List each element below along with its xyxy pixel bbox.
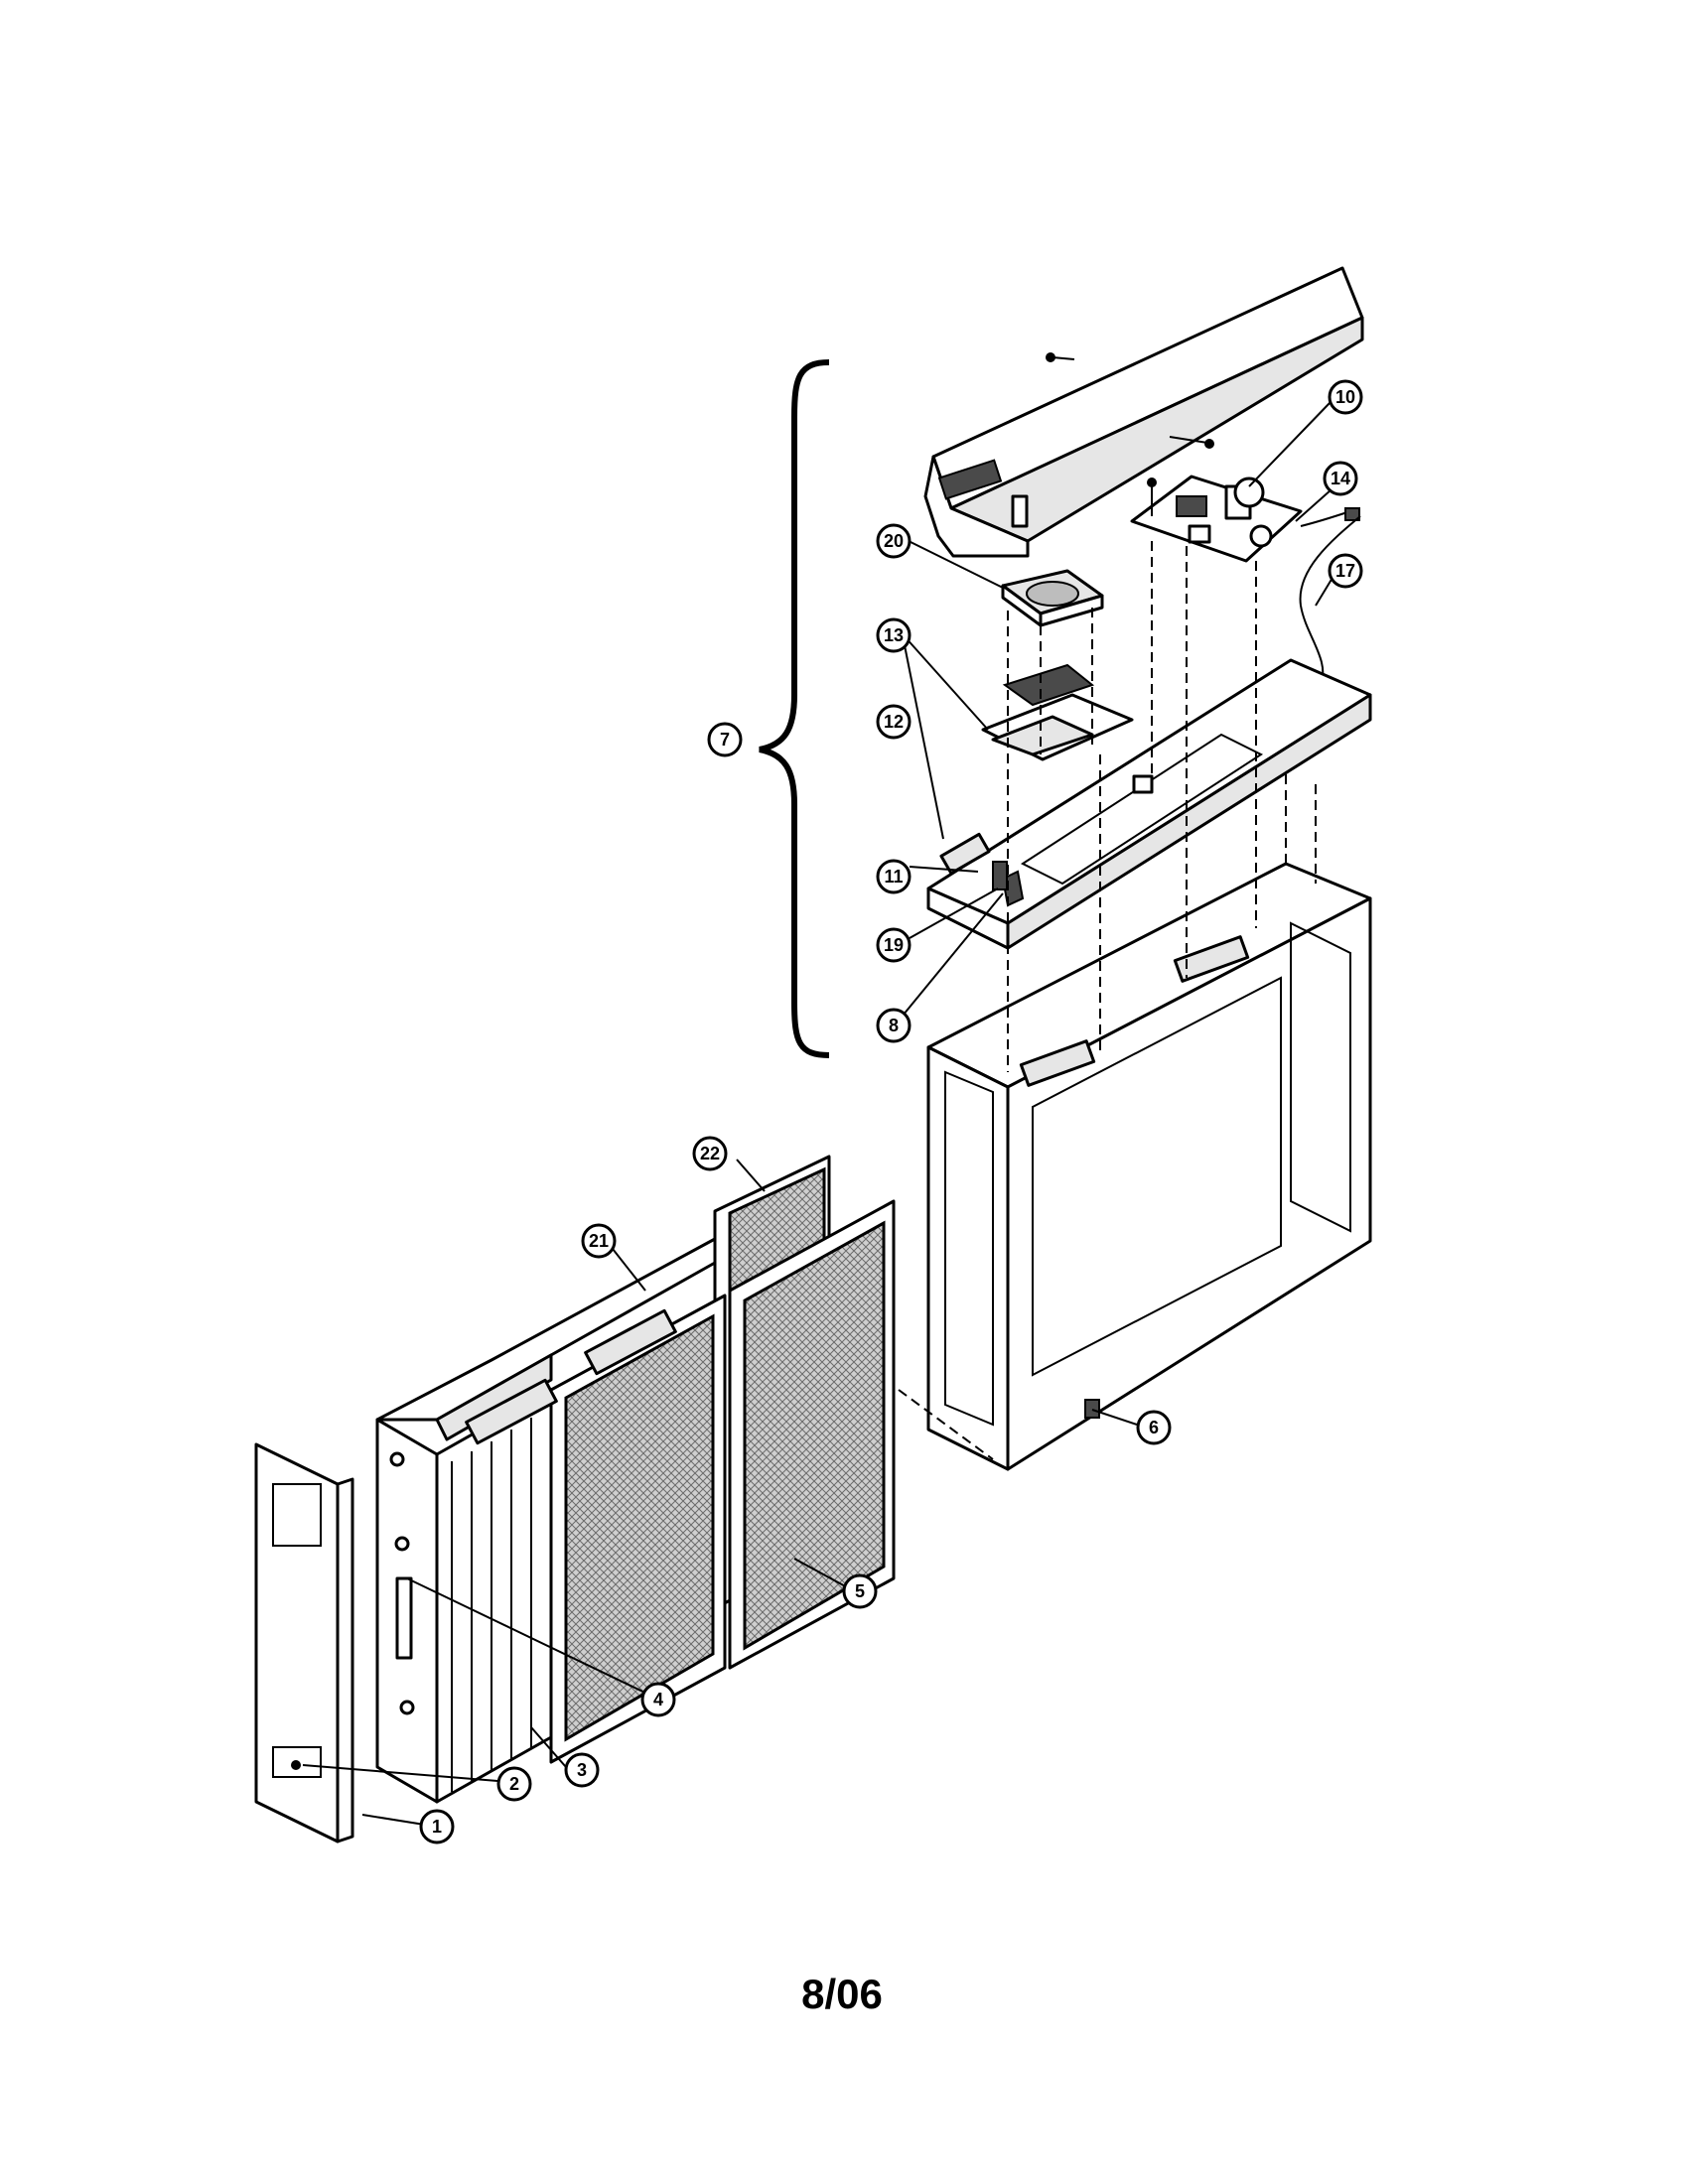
svg-text:19: 19 <box>884 935 904 955</box>
callout-7: 7 <box>707 722 743 757</box>
svg-text:22: 22 <box>700 1144 720 1163</box>
svg-text:4: 4 <box>653 1690 663 1709</box>
svg-text:10: 10 <box>1335 387 1355 407</box>
callout-22: 22 <box>692 1136 728 1171</box>
svg-text:12: 12 <box>884 712 904 732</box>
alignment-lines <box>898 541 1317 1460</box>
svg-text:20: 20 <box>884 531 904 551</box>
callout-5: 5 <box>842 1573 878 1609</box>
control-board <box>1130 475 1360 563</box>
callout-3: 3 <box>564 1752 600 1788</box>
revision-date: 8/06 <box>801 1971 883 2017</box>
svg-text:6: 6 <box>1149 1418 1159 1437</box>
callout-14: 14 <box>1323 461 1358 496</box>
svg-text:14: 14 <box>1331 469 1350 488</box>
svg-text:17: 17 <box>1335 561 1355 581</box>
access-door <box>254 1442 354 1843</box>
svg-text:2: 2 <box>509 1774 519 1794</box>
callout-11: 11 <box>876 859 912 894</box>
cabinet <box>926 862 1372 1471</box>
callout-1: 1 <box>419 1809 455 1844</box>
callout-13: 13 <box>876 617 912 653</box>
callout-21: 21 <box>581 1223 617 1259</box>
svg-text:1: 1 <box>432 1817 442 1837</box>
callouts: 1 2 3 4 5 6 7 8 <box>419 379 1363 1844</box>
top-cover <box>923 266 1364 558</box>
filters <box>549 1155 896 1764</box>
svg-text:7: 7 <box>720 730 730 750</box>
svg-text:3: 3 <box>577 1760 587 1780</box>
callout-2: 2 <box>496 1766 532 1802</box>
fan-assembly <box>981 569 1134 761</box>
svg-text:8: 8 <box>889 1016 899 1035</box>
callout-8: 8 <box>876 1008 912 1043</box>
assembly-brace <box>759 359 830 1058</box>
svg-text:21: 21 <box>589 1231 609 1251</box>
callout-19: 19 <box>876 927 912 963</box>
control-tray <box>926 658 1372 950</box>
callout-17: 17 <box>1328 553 1363 589</box>
svg-text:13: 13 <box>884 625 904 645</box>
svg-text:5: 5 <box>855 1581 865 1601</box>
callout-4: 4 <box>640 1682 676 1717</box>
callout-20: 20 <box>876 523 912 559</box>
tray-switch <box>992 861 1008 890</box>
callout-12: 12 <box>876 704 912 740</box>
callout-10: 10 <box>1328 379 1363 415</box>
callout-6: 6 <box>1136 1410 1172 1445</box>
power-cord <box>1299 515 1361 686</box>
svg-text:11: 11 <box>884 867 903 887</box>
electronic-cell <box>375 1237 717 1804</box>
